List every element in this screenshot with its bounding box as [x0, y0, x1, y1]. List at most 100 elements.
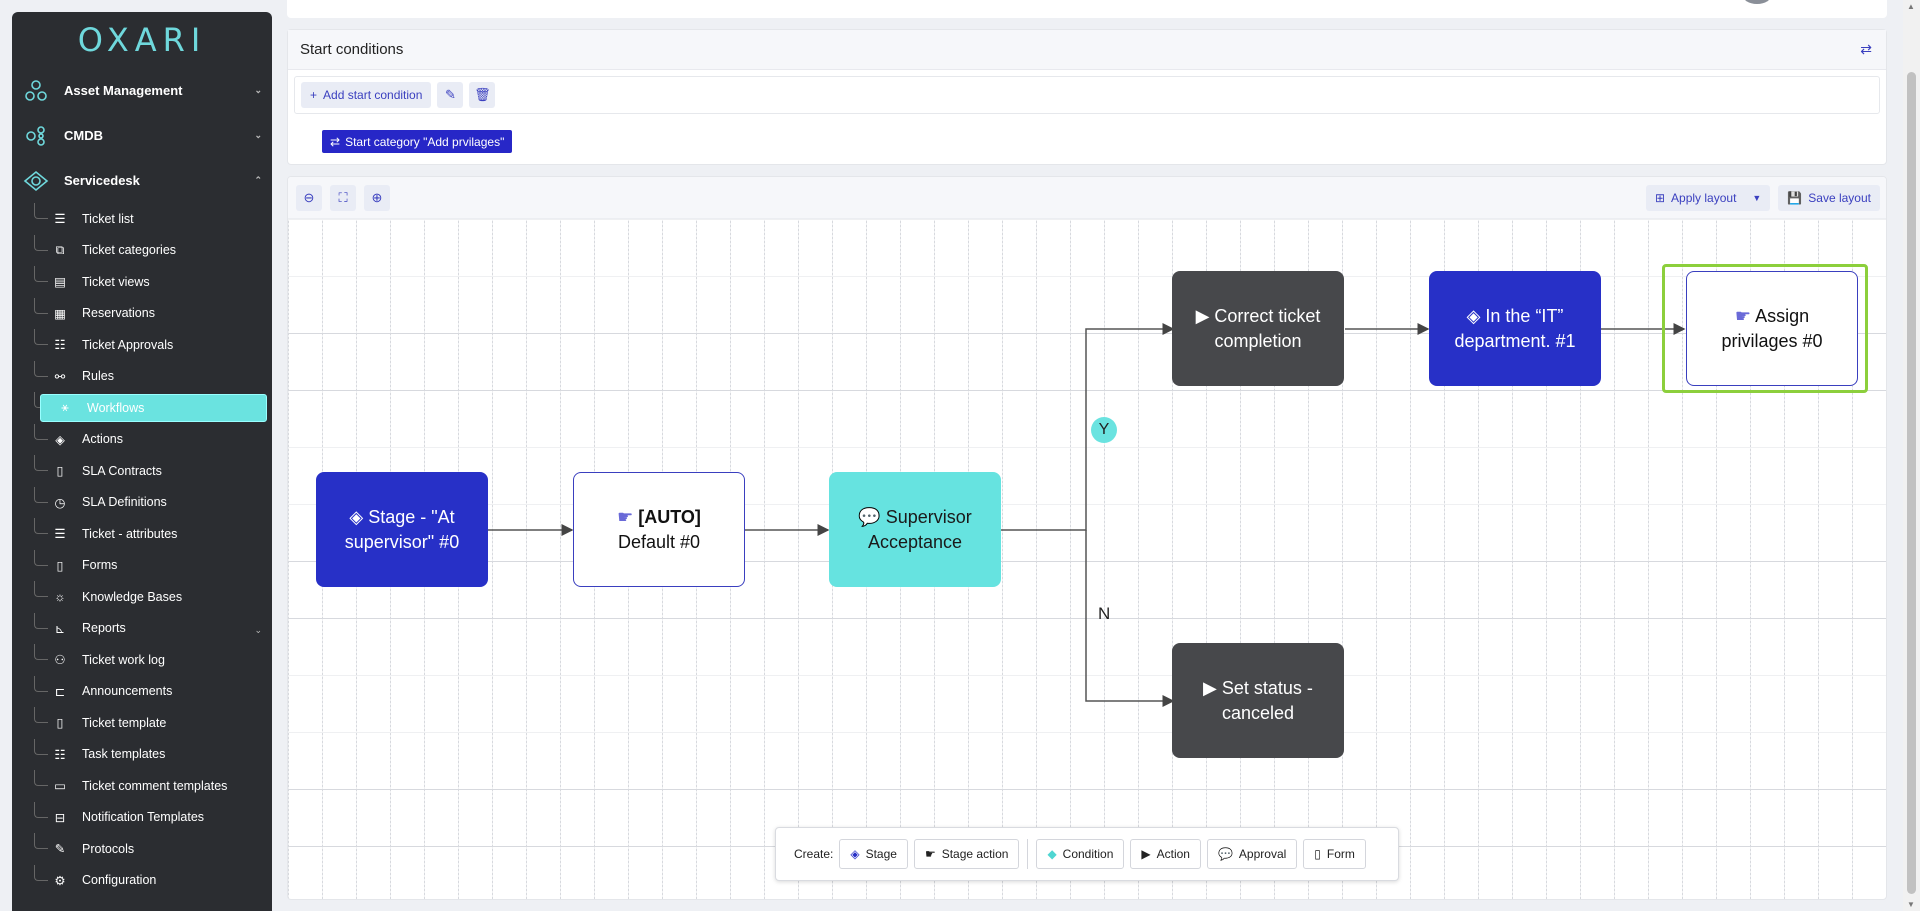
scroll-up-icon[interactable]: ▲: [1907, 2, 1915, 11]
sidebar-item-knowledge-bases[interactable]: ☼Knowledge Bases: [12, 581, 272, 613]
node-auto-default[interactable]: ☛ [AUTO]Default #0: [573, 472, 745, 587]
sidebar-item-ticket-categories[interactable]: ⧉Ticket categories: [12, 234, 272, 267]
create-approval-button[interactable]: 💬Approval: [1206, 839, 1298, 869]
approval-icon: 💬: [858, 506, 886, 527]
servicedesk-icon: [22, 167, 50, 195]
announcement-icon: ⊏: [54, 684, 66, 699]
sidebar-item-ticket-approvals[interactable]: ☷Ticket Approvals: [12, 329, 272, 361]
canvas-toolbar: ⊖ ⛶ ⊕ ⊞ Apply layout ▼ 💾 Save layout: [288, 177, 1886, 219]
sync-icon[interactable]: ⇄: [1860, 41, 1872, 57]
sidebar-item-reservations[interactable]: ▦Reservations: [12, 297, 272, 330]
categories-icon: ⧉: [55, 242, 65, 257]
play-icon: ▶: [1203, 677, 1222, 698]
edit-button[interactable]: ✎: [437, 82, 464, 108]
sidebar-item-rules[interactable]: ⚯Rules: [12, 360, 272, 393]
edge-branch-canceled: [1085, 530, 1175, 707]
node-assign-privilages[interactable]: ☛ Assign privilages #0: [1686, 271, 1858, 386]
zoom-in-button[interactable]: ⊕: [364, 184, 390, 211]
sidebar-section-label: Servicedesk: [64, 173, 140, 188]
create-action-button[interactable]: ▶Action: [1130, 839, 1201, 869]
sidebar-section-servicedesk[interactable]: Servicedesk ⌃: [12, 158, 272, 203]
diamond-icon: ◆: [1047, 847, 1057, 861]
sidebar-item-reports[interactable]: ⊾Reports⌄: [12, 612, 272, 645]
chevron-up-icon: ⌃: [254, 175, 262, 185]
asset-management-icon: [22, 77, 50, 105]
avatar[interactable]: [1742, 0, 1772, 4]
sidebar-item-notification-templates[interactable]: ⊟Notification Templates: [12, 801, 272, 834]
document-icon: ▯: [1314, 847, 1321, 861]
active-highlight: [40, 394, 267, 422]
apply-layout-button[interactable]: ⊞ Apply layout ▼: [1645, 185, 1771, 211]
create-stage-button[interactable]: ◈Stage: [839, 839, 908, 869]
approval-icon: 💬: [1217, 847, 1233, 861]
sidebar-item-ticket-views[interactable]: ▤Ticket views: [12, 266, 272, 298]
layout-icon: ⊞: [1654, 191, 1666, 205]
sidebar-item-workflows[interactable]: ⚹Workflows: [12, 392, 272, 424]
selected-node-outline: [1662, 264, 1868, 393]
sidebar-item-protocols[interactable]: ✎Protocols: [12, 833, 272, 865]
node-supervisor-acceptance[interactable]: 💬 Supervisor Acceptance: [829, 472, 1001, 587]
node-stage-at-supervisor[interactable]: ◈ Stage - "At supervisor" #0: [316, 472, 488, 587]
document-icon: ▯: [56, 716, 64, 731]
page-scrollbar[interactable]: ▲ ▼: [1903, 0, 1920, 911]
edges: [488, 323, 1686, 707]
create-label: Create:: [794, 847, 834, 861]
sidebar-item-configuration[interactable]: ⚙Configuration: [12, 864, 272, 897]
node-set-status-canceled[interactable]: ▶ Set status - canceled: [1172, 643, 1344, 758]
sidebar-item-forms[interactable]: ▯Forms: [12, 549, 272, 582]
sidebar-item-task-templates[interactable]: ☷Task templates: [12, 738, 272, 771]
config-icon: ⚙: [54, 873, 66, 888]
zoom-out-icon: ⊖: [303, 189, 315, 205]
sidebar-item-actions[interactable]: ◈Actions: [12, 423, 272, 456]
page-title: Start conditions: [300, 41, 404, 58]
sidebar-item-ticket-work-log[interactable]: ⚇Ticket work log: [12, 644, 272, 676]
create-stage-action-button[interactable]: ☛Stage action: [913, 839, 1020, 869]
chevron-down-icon: ⌄: [254, 130, 262, 140]
sidebar-item-ticket-attributes[interactable]: ☰Ticket - attributes: [12, 518, 272, 550]
start-conditions-panel: Start conditions ⇄ + Add start condition…: [287, 29, 1887, 165]
dropdown-caret-icon[interactable]: ▼: [1752, 193, 1762, 203]
comment-template-icon: ▭: [54, 779, 66, 794]
sidebar-item-ticket-comment-templates[interactable]: ▭Ticket comment templates: [12, 770, 272, 802]
cmdb-icon: [22, 122, 50, 150]
plus-icon: +: [310, 88, 318, 102]
sidebar-section-asset-management[interactable]: Asset Management ⌄: [12, 68, 272, 113]
sidebar-section-cmdb[interactable]: CMDB ⌄: [12, 113, 272, 158]
sidebar-item-ticket-template[interactable]: ▯Ticket template: [12, 707, 272, 739]
create-form-button[interactable]: ▯Form: [1303, 839, 1366, 869]
start-category-tag[interactable]: ⇄ Start category "Add prvilages": [322, 130, 513, 153]
top-header-strip: [287, 0, 1887, 18]
protocol-icon: ✎: [54, 842, 66, 857]
stage-action-icon: ☛: [924, 847, 936, 861]
layers-icon: ◈: [349, 506, 369, 527]
canvas-grid[interactable]: [288, 219, 1886, 899]
table-icon: ▤: [54, 275, 66, 290]
sidebar-item-sla-definitions[interactable]: ◷SLA Definitions: [12, 486, 272, 519]
fit-view-button[interactable]: ⛶: [330, 184, 356, 211]
delete-button[interactable]: 🗑: [469, 82, 496, 108]
list-icon: ☰: [54, 527, 66, 542]
node-in-it-department[interactable]: ◈ In the “IT” department. #1: [1429, 271, 1601, 386]
servicedesk-submenu: ☰Ticket list ⧉Ticket categories ▤Ticket …: [12, 203, 272, 896]
sync-icon: ⇄: [330, 134, 341, 149]
pencil-icon: ✎: [444, 87, 456, 102]
layers-icon: ◈: [1466, 305, 1486, 326]
edge-supervisor-branch: [1001, 323, 1175, 531]
save-layout-button[interactable]: 💾 Save layout: [1778, 185, 1880, 211]
create-condition-button[interactable]: ◆Condition: [1036, 839, 1125, 869]
zoom-out-button[interactable]: ⊖: [296, 184, 322, 211]
add-start-condition-button[interactable]: + Add start condition: [301, 82, 432, 108]
scroll-down-icon[interactable]: ▼: [1907, 900, 1915, 909]
rules-icon: ⚯: [54, 369, 66, 384]
oxari-logo[interactable]: OXARI: [77, 21, 207, 59]
scrollbar-thumb[interactable]: [1907, 72, 1916, 894]
sidebar-item-announcements[interactable]: ⊏Announcements: [12, 675, 272, 708]
sidebar-item-sla-contracts[interactable]: ▯SLA Contracts: [12, 455, 272, 487]
branch-no-label: N: [1098, 604, 1111, 623]
worklog-icon: ⚇: [54, 653, 66, 668]
stopwatch-icon: ◷: [54, 495, 66, 510]
sidebar-item-ticket-list[interactable]: ☰Ticket list: [12, 203, 272, 235]
node-correct-ticket-completion[interactable]: ▶ Correct ticket completion: [1172, 271, 1344, 386]
bulb-icon: ☼: [54, 589, 66, 604]
workflow-icon: ⚹: [61, 400, 69, 415]
